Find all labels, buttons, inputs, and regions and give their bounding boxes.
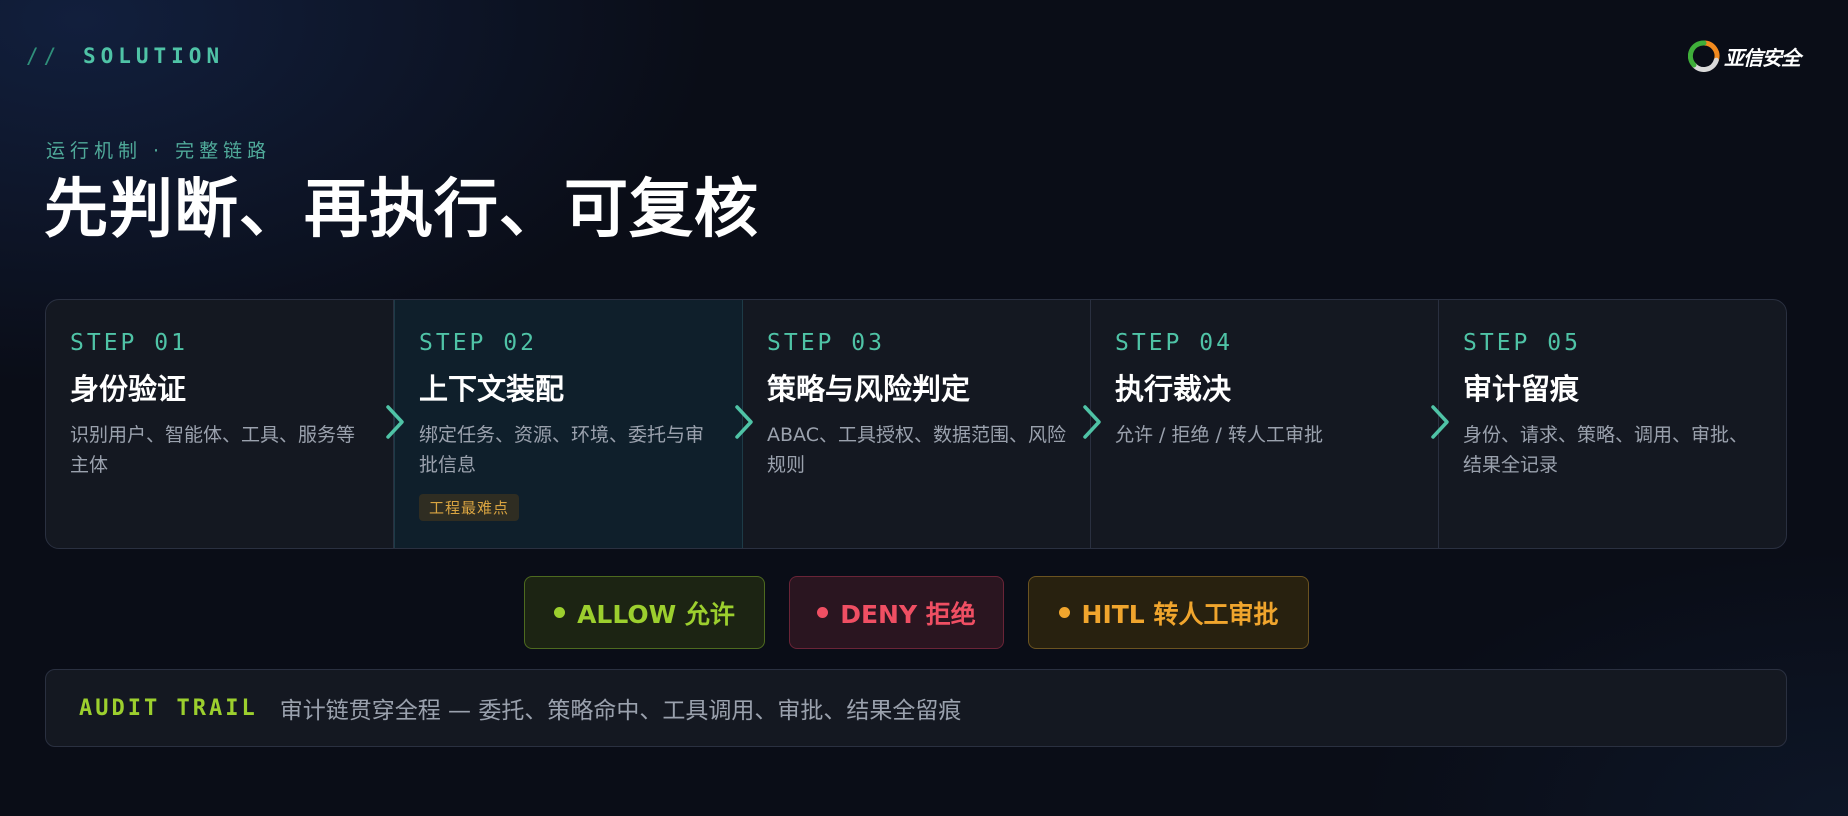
allow-pill: ALLOW 允许 [524, 576, 765, 649]
step-card-1: STEP 01 身份验证 识别用户、智能体、工具、服务等主体 [46, 300, 404, 548]
deny-dot-icon [817, 607, 829, 618]
step-title: 上下文装配 [419, 372, 565, 406]
step-title: 审计留痕 [1463, 372, 1580, 406]
step-number: STEP 04 [1115, 330, 1233, 356]
step-number: STEP 01 [70, 330, 188, 356]
deny-pill: DENY 拒绝 [789, 576, 1004, 649]
step-description: 允许 / 拒绝 / 转人工审批 [1115, 424, 1323, 446]
chevron-right-icon [1431, 405, 1449, 439]
chevron-right-icon [1083, 405, 1101, 439]
step-card-4: STEP 04 执行裁决 允许 / 拒绝 / 转人工审批 [1091, 300, 1449, 548]
step-title: 执行裁决 [1115, 372, 1232, 406]
hitl-pill: HITL 转人工审批 [1028, 576, 1309, 649]
page-title: 先判断、再执行、可复核 [44, 173, 759, 247]
audit-trail-label: AUDIT TRAIL [79, 695, 258, 721]
section-kicker: // SOLUTION [26, 44, 224, 68]
page-subtitle: 运行机制 · 完整链路 [46, 140, 272, 162]
step-title: 策略与风险判定 [767, 372, 971, 406]
decision-outcomes: ALLOW 允许 DENY 拒绝 HITL 转人工审批 [0, 576, 1848, 649]
chevron-right-icon [735, 405, 753, 439]
logo-mark-icon [1688, 40, 1720, 72]
step-description: 绑定任务、资源、环境、委托与审批信息 [419, 424, 705, 476]
chevron-right-icon [386, 405, 404, 439]
step-description: 识别用户、智能体、工具、服务等主体 [70, 424, 356, 476]
brand-logo: 亚信安全 [1688, 40, 1801, 72]
step-number: STEP 03 [767, 330, 885, 356]
step-number: STEP 05 [1463, 330, 1581, 356]
step-card-5: STEP 05 审计留痕 身份、请求、策略、调用、审批、结果全记录 [1439, 300, 1786, 548]
kicker-label: SOLUTION [82, 44, 225, 68]
audit-trail-text: 审计链贯穿全程 — 委托、策略命中、工具调用、审批、结果全留痕 [279, 698, 962, 724]
step-number: STEP 02 [419, 330, 537, 356]
deny-label: DENY 拒绝 [840, 599, 976, 629]
kicker-slashes: // [26, 44, 62, 68]
allow-label: ALLOW 允许 [577, 599, 735, 629]
step-card-2: STEP 02 上下文装配 绑定任务、资源、环境、委托与审批信息 工程最难点 [394, 300, 753, 548]
step-description: 身份、请求、策略、调用、审批、结果全记录 [1463, 424, 1749, 476]
allow-dot-icon [554, 607, 566, 618]
hitl-label: HITL 转人工审批 [1081, 599, 1279, 629]
process-steps: STEP 01 身份验证 识别用户、智能体、工具、服务等主体 STEP 02 上… [45, 299, 1787, 549]
hitl-dot-icon [1058, 607, 1070, 618]
logo-name: 亚信安全 [1724, 45, 1801, 70]
step-description: ABAC、工具授权、数据范围、风险规则 [767, 424, 1066, 476]
difficulty-badge: 工程最难点 [419, 494, 520, 521]
step-title: 身份验证 [70, 372, 187, 406]
step-card-3: STEP 03 策略与风险判定 ABAC、工具授权、数据范围、风险规则 [743, 300, 1101, 548]
audit-trail-bar: AUDIT TRAIL 审计链贯穿全程 — 委托、策略命中、工具调用、审批、结果… [45, 669, 1787, 747]
